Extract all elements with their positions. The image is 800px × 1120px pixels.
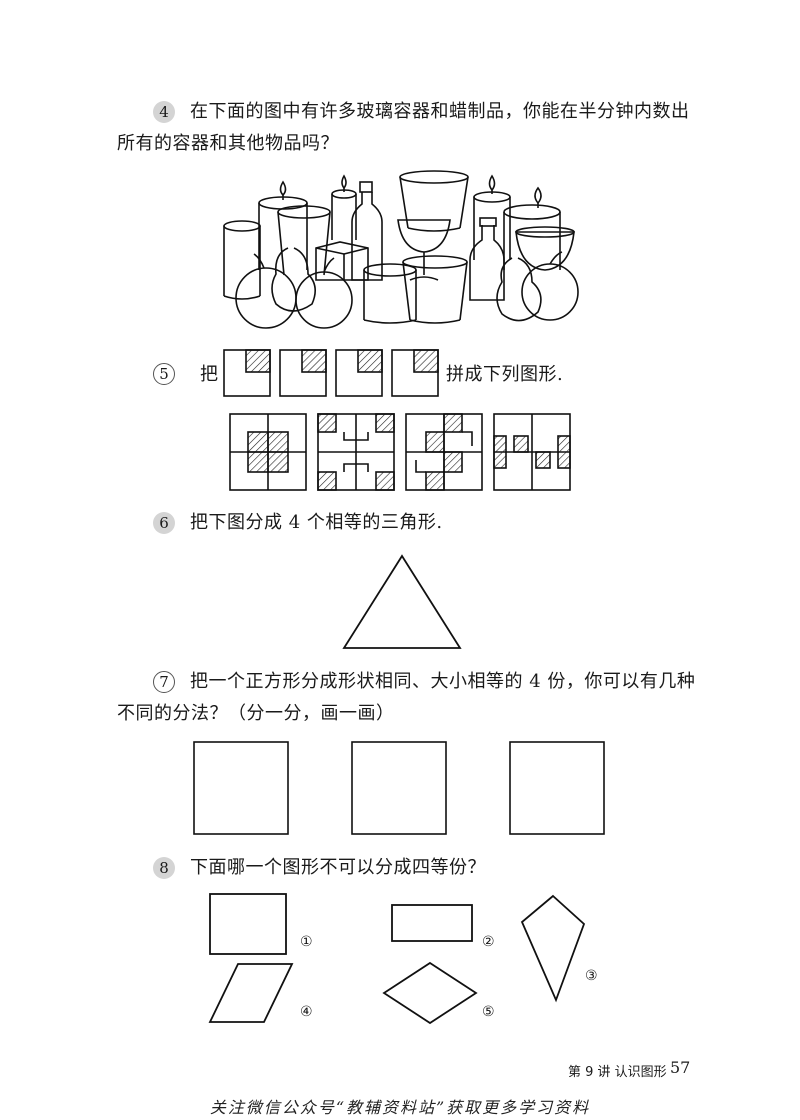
puzzle-pattern-1 xyxy=(229,413,307,491)
shape-label-2: ② xyxy=(482,934,495,950)
shape-label-1: ① xyxy=(300,934,313,950)
page-number: 57 xyxy=(670,1058,691,1077)
wechat-banner: 关注微信公众号“教辅资料站”获取更多学习资料 xyxy=(209,1098,591,1117)
question-number-4: 4 xyxy=(153,101,175,123)
shape-4-parallelogram xyxy=(208,963,294,1023)
square-puzzle-patterns xyxy=(229,413,571,491)
question-8-text: 下面哪一个图形不可以分成四等份？ xyxy=(190,857,486,878)
l-piece-1 xyxy=(223,349,271,397)
shape-5-rhombus xyxy=(382,961,478,1025)
containers-illustration xyxy=(223,170,579,329)
chapter-footer: 第 9 讲 认识图形 xyxy=(568,1065,667,1080)
question-number-5: 5 xyxy=(153,363,175,385)
square-1 xyxy=(193,741,289,835)
question-5-post-text: 拼成下列图形. xyxy=(446,364,564,385)
question-6-text: 把下图分成 4 个相等的三角形. xyxy=(190,512,443,533)
shapes-for-quarters xyxy=(208,893,586,1025)
question-7-text-line2: 不同的分法？（分一分，画一画） xyxy=(117,703,395,724)
question-5-pre-text: 把 xyxy=(200,364,219,385)
square-2 xyxy=(351,741,447,835)
l-piece-4 xyxy=(391,349,439,397)
puzzle-pattern-4 xyxy=(493,413,571,491)
shape-1-rectangle xyxy=(209,893,287,955)
l-piece-3 xyxy=(335,349,383,397)
triangle-to-divide xyxy=(342,554,462,649)
question-4-text-line1: 在下面的图中有许多玻璃容器和蜡制品，你能在半分钟内数出 xyxy=(190,101,690,122)
square-3 xyxy=(509,741,605,835)
squares-to-divide xyxy=(193,741,605,835)
question-7-text-line1: 把一个正方形分成形状相同、大小相等的 4 份，你可以有几种 xyxy=(190,671,696,692)
question-4-text-line2: 所有的容器和其他物品吗？ xyxy=(117,133,339,154)
shape-label-4: ④ xyxy=(300,1004,313,1020)
shape-label-3: ③ xyxy=(585,968,598,984)
shape-label-5: ⑤ xyxy=(482,1004,495,1020)
puzzle-pattern-2 xyxy=(317,413,395,491)
question-number-7: 7 xyxy=(153,671,175,693)
question-number-6: 6 xyxy=(153,512,175,534)
l-shape-pieces xyxy=(223,349,439,397)
shape-3-kite xyxy=(520,894,586,1003)
l-piece-2 xyxy=(279,349,327,397)
shape-2-long-rectangle xyxy=(391,904,473,942)
puzzle-pattern-3 xyxy=(405,413,483,491)
question-number-8: 8 xyxy=(153,857,175,879)
